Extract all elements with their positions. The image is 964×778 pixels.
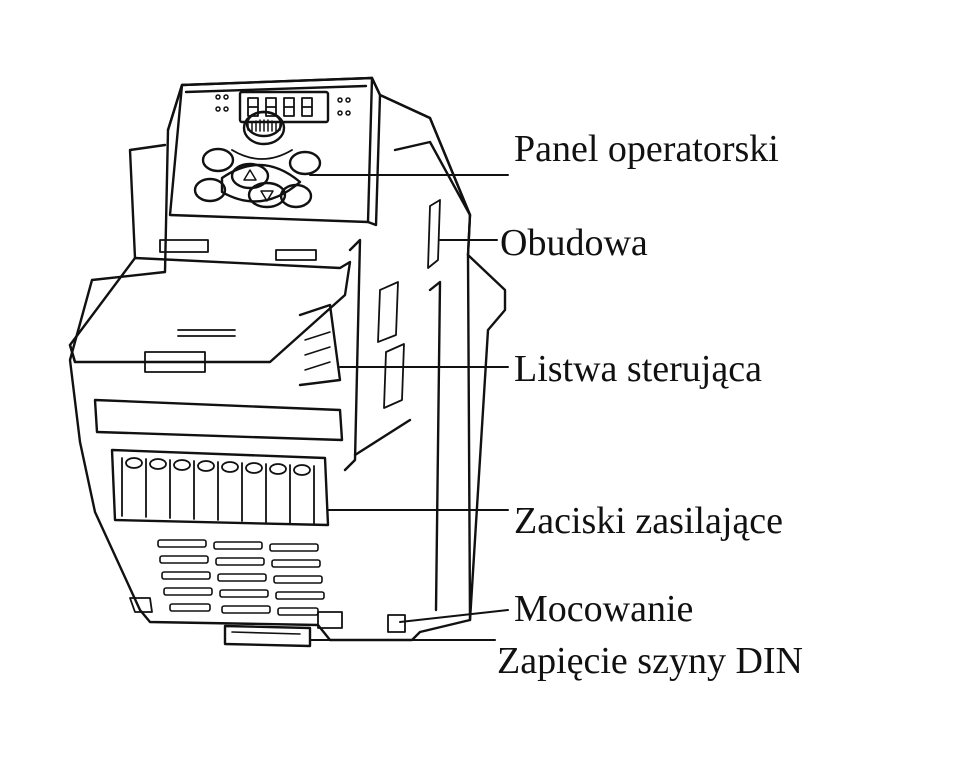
label-mocowanie: Mocowanie — [514, 588, 694, 630]
knob — [242, 110, 286, 146]
control-strip — [93, 303, 344, 442]
side-housing — [343, 93, 472, 622]
label-zaciski-zasilajace: Zaciski zasilające — [514, 500, 784, 542]
label-listwa-sterujaca: Listwa sterująca — [514, 348, 762, 390]
panel-buttons — [193, 147, 322, 209]
hinged-cover — [68, 143, 352, 373]
leader-mocowanie — [399, 609, 509, 623]
vent-grille — [157, 539, 325, 616]
mounting-feet — [129, 597, 406, 633]
label-obudowa: Obudowa — [500, 222, 648, 264]
din-clip — [223, 624, 312, 648]
label-panel-operatorski: Panel operatorski — [514, 128, 779, 170]
operator-panel — [166, 76, 382, 227]
power-terminals — [110, 448, 330, 527]
label-zapiecie-szyny-din: Zapięcie szyny DIN — [497, 640, 803, 682]
display-window — [238, 90, 330, 124]
leader-lines — [309, 174, 509, 641]
